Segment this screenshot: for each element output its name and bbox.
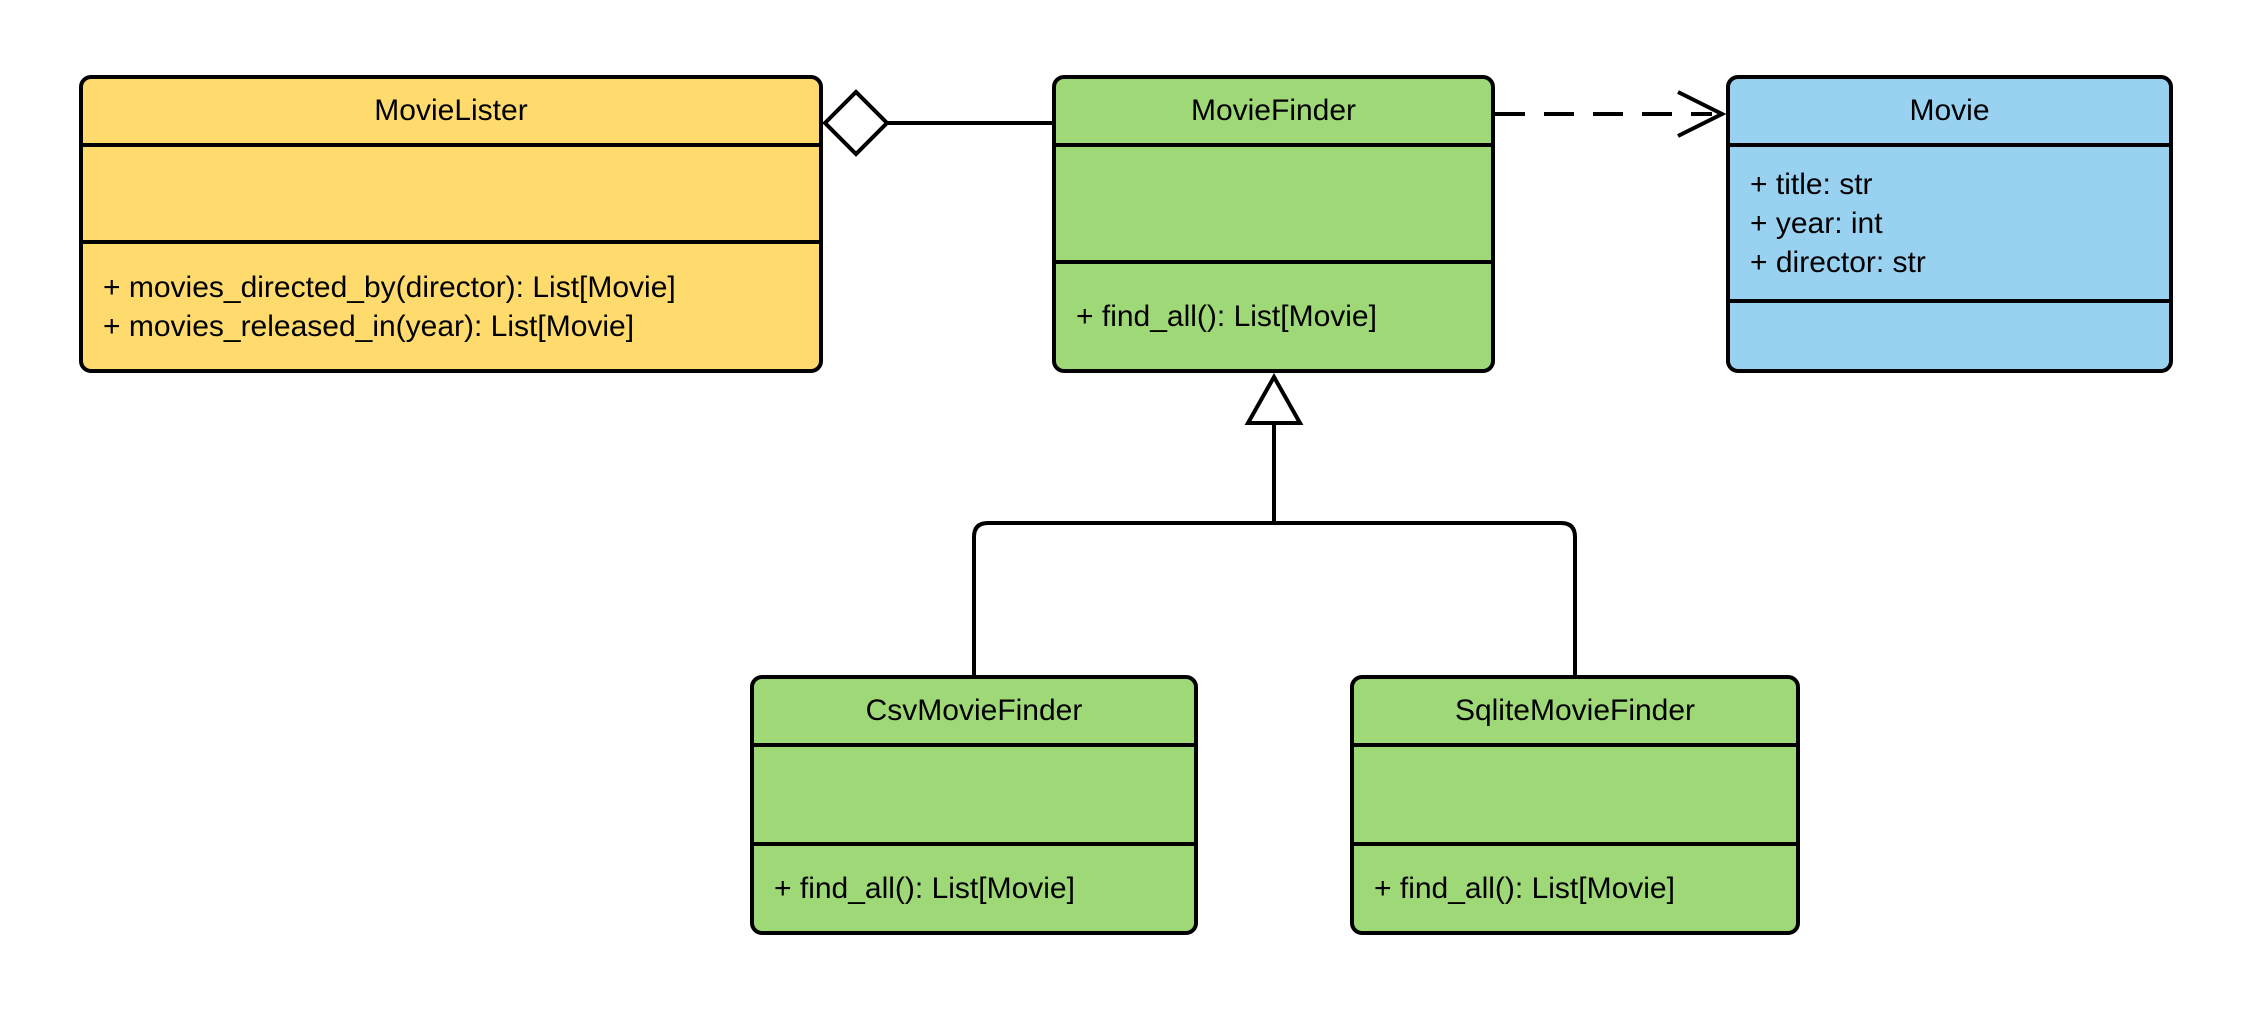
inheritance-triangle-icon [1244, 372, 1304, 425]
inheritance-edge-moviefinder-children [972, 372, 1577, 675]
attribute-item: + director: str [1750, 245, 1926, 279]
attributes-section [1056, 143, 1491, 260]
inheritance-branch-line [972, 521, 1577, 675]
methods-section: + movies_directed_by(director): List[Mov… [83, 240, 819, 369]
methods-section: + find_all(): List[Movie] [1056, 260, 1491, 369]
aggregation-edge-movielister-moviefinder [822, 89, 1052, 157]
aggregation-diamond-icon [822, 89, 890, 157]
attributes-section [754, 743, 1194, 842]
class-title: Movie [1909, 94, 1990, 127]
method-item: + movies_released_in(year): List[Movie] [103, 309, 635, 343]
dependency-edge-moviefinder-movie [1495, 90, 1727, 138]
attribute-item: + year: int [1750, 206, 1883, 240]
methods-section: + find_all(): List[Movie] [1354, 842, 1796, 931]
class-sqlitemoviefinder: SqliteMovieFinder + find_all(): List[Mov… [1350, 675, 1800, 935]
attributes-section [1354, 743, 1796, 842]
methods-section [1730, 299, 2169, 369]
method-item: + find_all(): List[Movie] [1076, 300, 1377, 333]
class-title: MovieFinder [1190, 94, 1357, 127]
attributes-section: + title: str + year: int + director: str [1730, 143, 2169, 299]
dependency-open-arrowhead-icon [1677, 90, 1727, 138]
methods-section: + find_all(): List[Movie] [754, 842, 1194, 931]
method-item: + movies_directed_by(director): List[Mov… [103, 270, 676, 304]
attribute-item: + title: str [1750, 167, 1873, 201]
class-csvmoviefinder: CsvMovieFinder + find_all(): List[Movie] [750, 675, 1198, 935]
class-title: MovieLister [374, 94, 528, 127]
class-movie: Movie + title: str + year: int + directo… [1726, 75, 2173, 373]
class-movielister: MovieLister + movies_directed_by(directo… [79, 75, 823, 373]
attributes-section [83, 143, 819, 240]
class-title: CsvMovieFinder [865, 694, 1083, 727]
method-item: + find_all(): List[Movie] [1374, 872, 1675, 905]
method-item: + find_all(): List[Movie] [774, 872, 1075, 905]
class-moviefinder: MovieFinder + find_all(): List[Movie] [1052, 75, 1495, 373]
class-title: SqliteMovieFinder [1454, 694, 1696, 727]
